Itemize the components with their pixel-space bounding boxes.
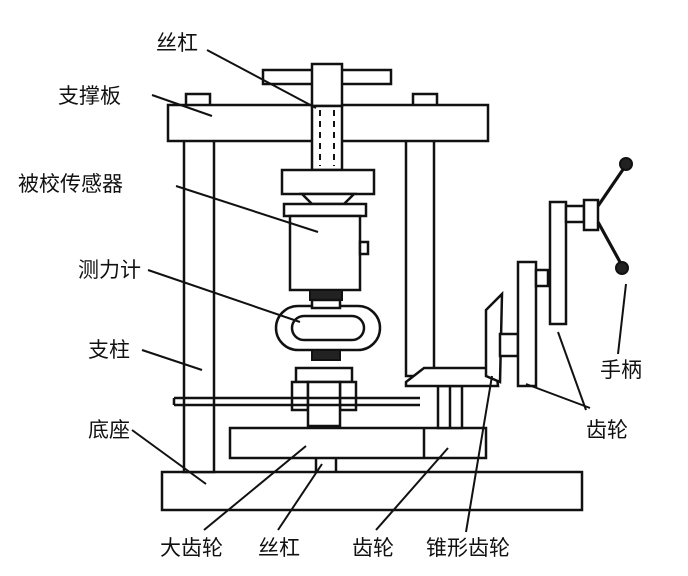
hand-crank <box>596 157 633 275</box>
label-support-plate: 支撑板 <box>58 84 121 108</box>
label-gear-bottom: 齿轮 <box>352 536 394 560</box>
label-big-gear: 大齿轮 <box>160 536 223 560</box>
bottom-screw <box>314 458 338 472</box>
right-column <box>404 138 436 378</box>
gear-shaft <box>436 384 464 430</box>
horizontal-shaft <box>172 396 420 407</box>
top-screw-shaft <box>310 104 344 172</box>
dynamometer-ring <box>274 298 382 361</box>
label-gear-right: 齿轮 <box>586 418 628 442</box>
label-dynamometer: 测力计 <box>78 258 141 282</box>
top-gear <box>548 200 568 326</box>
horizontal-bevel-gear <box>404 366 500 388</box>
top-screw-cap <box>310 62 344 108</box>
sensor-connector <box>358 240 370 256</box>
left-column <box>182 138 216 474</box>
big-gear <box>228 426 488 460</box>
loading-head <box>280 168 376 196</box>
label-column: 支柱 <box>88 338 130 362</box>
middle-gear <box>516 260 538 388</box>
leader-lines <box>131 49 627 533</box>
label-bevel-gear: 锥形齿轮 <box>426 536 510 560</box>
labels: 丝杠 支撑板 被校传感器 测力计 支柱 底座 大齿轮 丝杠 齿轮 锥形齿轮 手柄… <box>18 31 642 560</box>
label-base: 底座 <box>88 418 130 442</box>
base-plate <box>160 470 584 512</box>
sensor-body <box>288 214 362 292</box>
label-top-screw: 丝杠 <box>156 31 198 55</box>
columns <box>182 138 436 474</box>
label-bottom-screw: 丝杠 <box>258 536 300 560</box>
lower-nut <box>290 366 358 428</box>
label-sensor: 被校传感器 <box>18 172 123 196</box>
label-handle: 手柄 <box>600 358 642 382</box>
sensor-under-test <box>282 192 370 301</box>
right-gear-train <box>498 198 600 388</box>
vertical-bevel-gear <box>484 290 504 384</box>
